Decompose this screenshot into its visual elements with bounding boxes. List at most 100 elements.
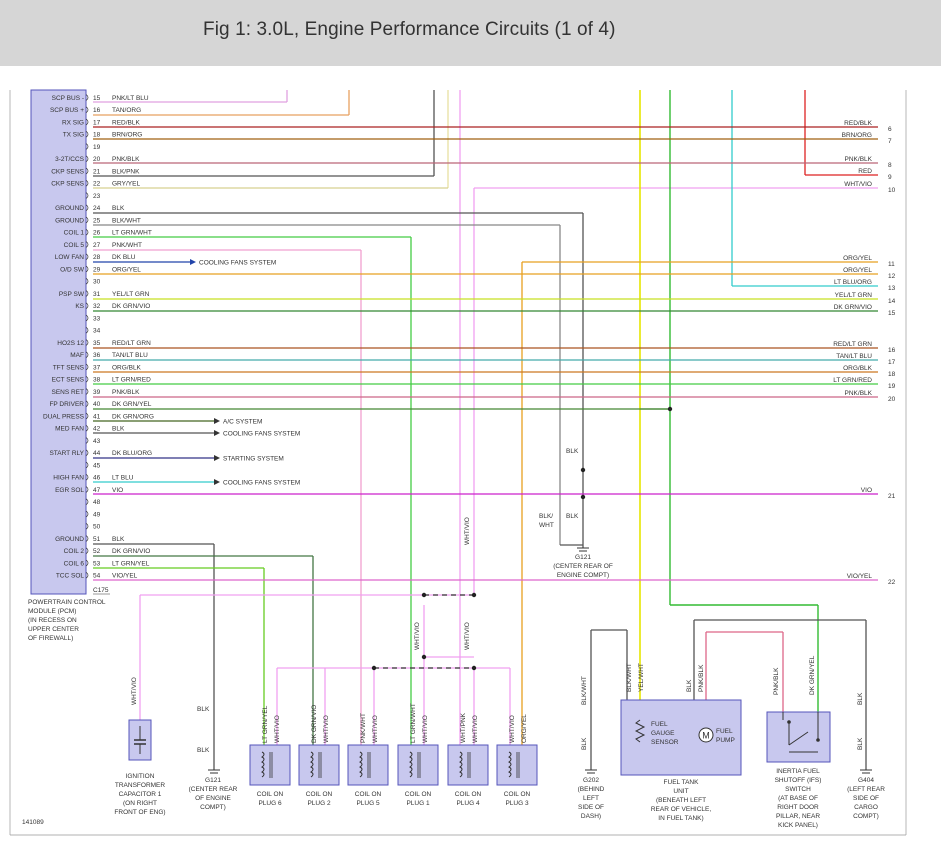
pcm-pin-label: DUAL PRESS (43, 413, 85, 420)
pcm-pin-number: 49 (93, 511, 101, 518)
pcm-pin-number: 33 (93, 315, 101, 322)
right-wire-ref: 11 (888, 261, 895, 268)
pin-bracket (85, 106, 89, 114)
svg-text:G121: G121 (575, 554, 591, 561)
caption-line: LEFT (583, 795, 599, 802)
pcm-wire-color: PNK/WHT (112, 242, 142, 249)
ac-system-label: A/C SYSTEM (223, 419, 262, 426)
coil-wire-label: ORG/YEL (521, 714, 528, 743)
pin-bracket (85, 437, 89, 444)
pcm-pin-label: START RLY (49, 450, 84, 457)
coil-caption: COIL ON (355, 791, 382, 798)
fuel-tank-wire-label: BLK (686, 679, 693, 692)
caption-line: INERTIA FUEL (776, 768, 820, 775)
pcm-pin-number: 28 (93, 254, 101, 261)
caption-line: PILLAR, NEAR (776, 813, 820, 820)
svg-text:WHT/VIO: WHT/VIO (414, 622, 421, 650)
system-arrows: COOLING FANS SYSTEM A/C SYSTEM COOLING F… (190, 259, 300, 487)
pcm-pin-number: 42 (93, 426, 101, 433)
pcm-pin-number: 51 (93, 536, 101, 543)
pin-bracket (85, 167, 89, 175)
svg-text:FUEL: FUEL (716, 728, 733, 735)
pcm-pin-label: RX SIG (62, 119, 84, 126)
coil-caption: COIL ON (405, 791, 432, 798)
caption-line: (IN RECESS ON (28, 617, 77, 624)
pcm-pin-label: GROUND (55, 536, 84, 543)
pcm-pin-label: SCP BUS - (52, 95, 84, 102)
caption-line: SIDE OF (853, 795, 879, 802)
caption-line: DASH) (581, 813, 601, 820)
pin-bracket (85, 241, 89, 248)
right-wire-color: ORG/YEL (843, 267, 872, 274)
coil-wire-label: WHT/VIO (274, 715, 281, 743)
pcm-wire-color: VIO (112, 487, 123, 494)
pcm-pin-label: COIL 6 (64, 560, 85, 567)
pin-bracket (85, 314, 89, 322)
pcm-pin-label: O/D SW (60, 266, 85, 273)
caption-line: G202 (583, 777, 599, 784)
pcm-pin-label: EGR SOL (55, 487, 84, 494)
pcm-wire-color: VIO/YEL (112, 573, 138, 580)
right-wire-color: LT BLU/ORG (834, 279, 872, 286)
pcm-pin-label: SENS RET (51, 389, 84, 396)
pcm-wire-color: YEL/LT GRN (112, 291, 150, 298)
svg-text:BLK/: BLK/ (539, 513, 553, 520)
cooling-fans-low-label: COOLING FANS SYSTEM (199, 260, 276, 267)
pcm-wire-color: TAN/LT BLU (112, 352, 148, 359)
right-wire-ref: 21 (888, 493, 896, 500)
pcm-pin-label: ECT SENS (52, 377, 85, 384)
right-wire-ref: 15 (888, 310, 896, 317)
pin-bracket (85, 473, 89, 481)
right-wire-ref: 14 (888, 298, 896, 305)
right-wire-color: RED/LT GRN (833, 341, 872, 348)
coil-wire-label: WHT/PNK (460, 712, 467, 743)
pin-bracket (85, 265, 89, 273)
pin-bracket (85, 522, 89, 530)
pcm-pin-label: SCP BUS + (50, 107, 84, 114)
coil-caption: PLUG 1 (406, 800, 430, 807)
pcm-wire-color: LT GRN/RED (112, 377, 151, 384)
svg-text:BLK: BLK (197, 747, 210, 754)
pcm-pin-number: 52 (93, 548, 101, 555)
ifs-wire-label: PNK/BLK (773, 667, 780, 695)
coil-caption: PLUG 2 (307, 800, 331, 807)
pin-bracket (85, 326, 89, 334)
pcm-wire-color: BLK/PNK (112, 168, 140, 175)
caption-line: FRONT OF ENG) (114, 809, 165, 816)
svg-text:SENSOR: SENSOR (651, 739, 679, 746)
pcm-pin-label: COIL 2 (64, 548, 85, 555)
right-wire-ref: 17 (888, 359, 896, 366)
right-wire-ref: 18 (888, 371, 896, 378)
pcm-pin-number: 36 (93, 352, 101, 359)
caption-line: CAPACITOR 1 (119, 791, 162, 798)
pin-bracket (85, 192, 89, 199)
pcm-pin-number: 46 (93, 475, 101, 482)
coil-wire-label: LT GRN/YEL (262, 705, 269, 743)
coil-caption: COIL ON (504, 791, 531, 798)
pcm-pin-number: 31 (93, 291, 101, 298)
caption-line: G404 (858, 777, 874, 784)
pin-bracket (85, 143, 89, 150)
pcm-pin-number: 22 (93, 181, 101, 188)
caption-line: TRANSFORMER (115, 782, 166, 789)
caption-line: POWERTRAIN CONTROL (28, 599, 106, 606)
pcm-pin-number: 45 (93, 462, 101, 469)
coil-caption: COIL ON (257, 791, 284, 798)
caption-line: MODULE (PCM) (28, 608, 76, 615)
pcm-pin-label: PSP SW (59, 291, 85, 298)
pcm-pin-number: 23 (93, 193, 101, 200)
pcm-pin-number: 35 (93, 340, 101, 347)
pin-bracket (85, 302, 89, 310)
caption-line: OF FIREWALL) (28, 635, 73, 642)
right-wire-color: BRN/ORG (842, 132, 872, 139)
pcm-pin-number: 40 (93, 401, 101, 408)
caption-line: (BENEATH LEFT (656, 797, 706, 804)
pcm-pin-label: GROUND (55, 217, 84, 224)
caption-line: (LEFT REAR (847, 786, 885, 793)
pin-bracket (85, 204, 89, 212)
caption-line: OF ENGINE (195, 795, 231, 802)
